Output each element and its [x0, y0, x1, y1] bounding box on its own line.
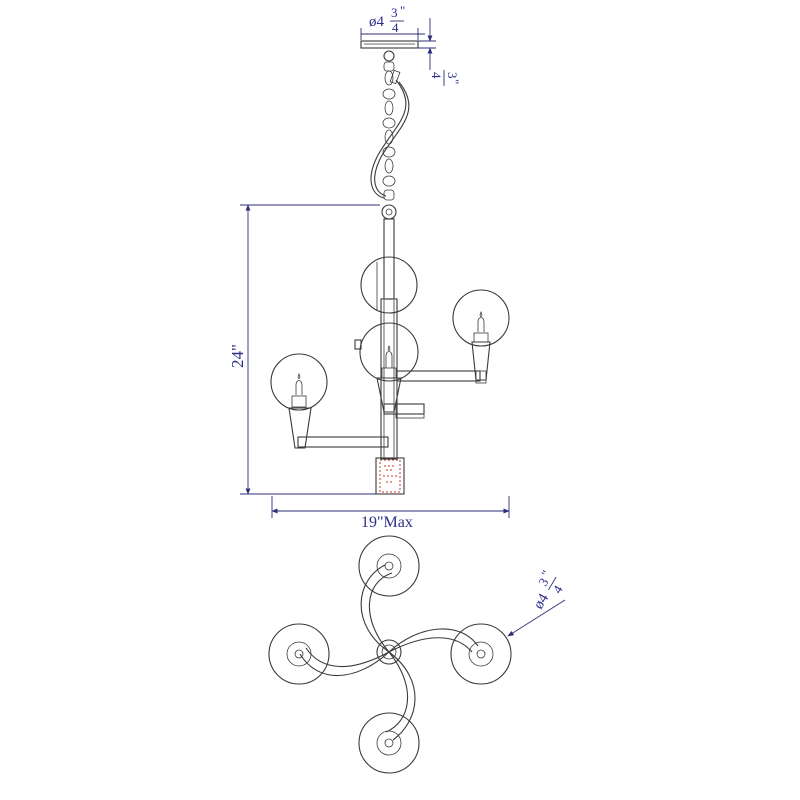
canopy-diameter-unit: "	[400, 3, 405, 18]
globe-center-front	[354, 322, 419, 413]
canopy-diameter-numerator: 3	[391, 5, 398, 20]
front-elevation: ø4 3 " 4 3 " 4 24"	[228, 3, 510, 531]
base-diameter-denominator: 4	[549, 582, 565, 596]
canopy-diameter-prefix: ø4	[369, 14, 385, 30]
canopy-height-denominator: 4	[429, 72, 444, 79]
canopy-height-numerator: 3	[445, 72, 460, 79]
center-stem	[380, 218, 398, 460]
plan-hub	[376, 639, 402, 665]
height-label: 24"	[228, 344, 247, 368]
dimension-base-diameter: ø4 3 " 4	[507, 568, 566, 637]
dimension-canopy-diameter: ø4 3 " 4	[360, 3, 425, 40]
base-diameter-prefix: ø4	[531, 591, 553, 613]
canopy	[360, 40, 419, 49]
globe-top-center	[360, 256, 418, 314]
dimension-width: 19"Max	[271, 496, 510, 531]
chain	[370, 50, 410, 220]
dimension-height: 24"	[228, 204, 380, 495]
plan-disc-top	[358, 535, 420, 597]
arm-left	[270, 353, 389, 449]
arm-right	[396, 289, 510, 384]
plan-disc-bottom	[358, 712, 420, 774]
canopy-height-unit: "	[447, 79, 462, 84]
bottom-socket	[375, 457, 405, 495]
middle-bracket	[383, 403, 425, 419]
width-label: 19"Max	[361, 514, 413, 531]
canopy-diameter-denominator: 4	[392, 20, 399, 35]
plan-disc-left	[268, 623, 330, 685]
plan-view: ø4 3 " 4	[268, 535, 566, 774]
plan-disc-right	[450, 623, 512, 685]
dimension-canopy-height: 3 " 4	[418, 18, 462, 86]
